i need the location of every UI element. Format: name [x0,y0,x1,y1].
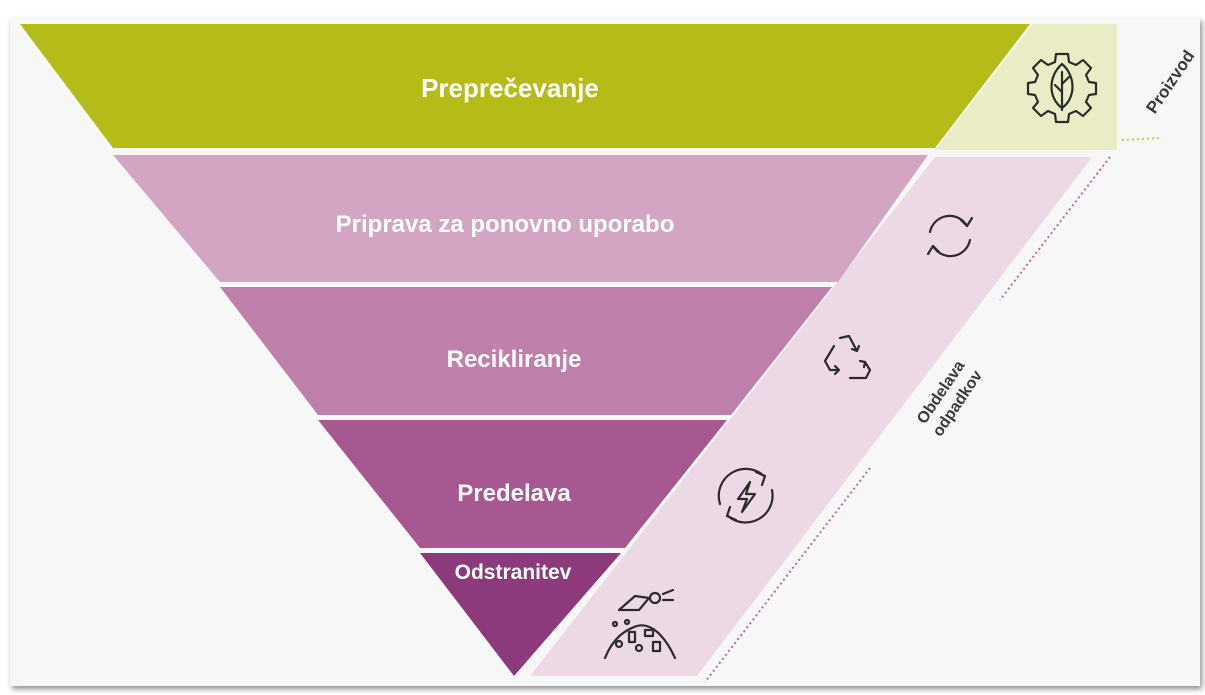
level-priprava [113,155,928,282]
level-label-recikliranje: Recikliranje [447,346,582,373]
level-label-priprava: Priprava za ponovno uporabo [336,211,675,238]
level-label-predelava: Predelava [457,480,571,507]
product-guide-line [1121,137,1161,141]
waste-guide-line-lower [704,467,871,683]
level-recikliranje [220,287,832,415]
product-band [935,24,1117,150]
level-odstranitev [420,553,621,676]
recycle-icon [823,334,872,380]
waste-treatment-band [530,157,1092,676]
level-preprecevanje [20,24,1030,148]
level-label-odstranitev: Odstranitev [455,561,572,584]
gear-leaf-icon [1026,52,1098,124]
landfill-icon [603,588,677,660]
level-label-preprecevanje: Preprečevanje [421,73,599,103]
waste-guide-line-upper [999,156,1111,301]
level-predelava [318,420,727,548]
refresh-icon [926,214,974,258]
energy-recovery-icon [717,467,774,524]
